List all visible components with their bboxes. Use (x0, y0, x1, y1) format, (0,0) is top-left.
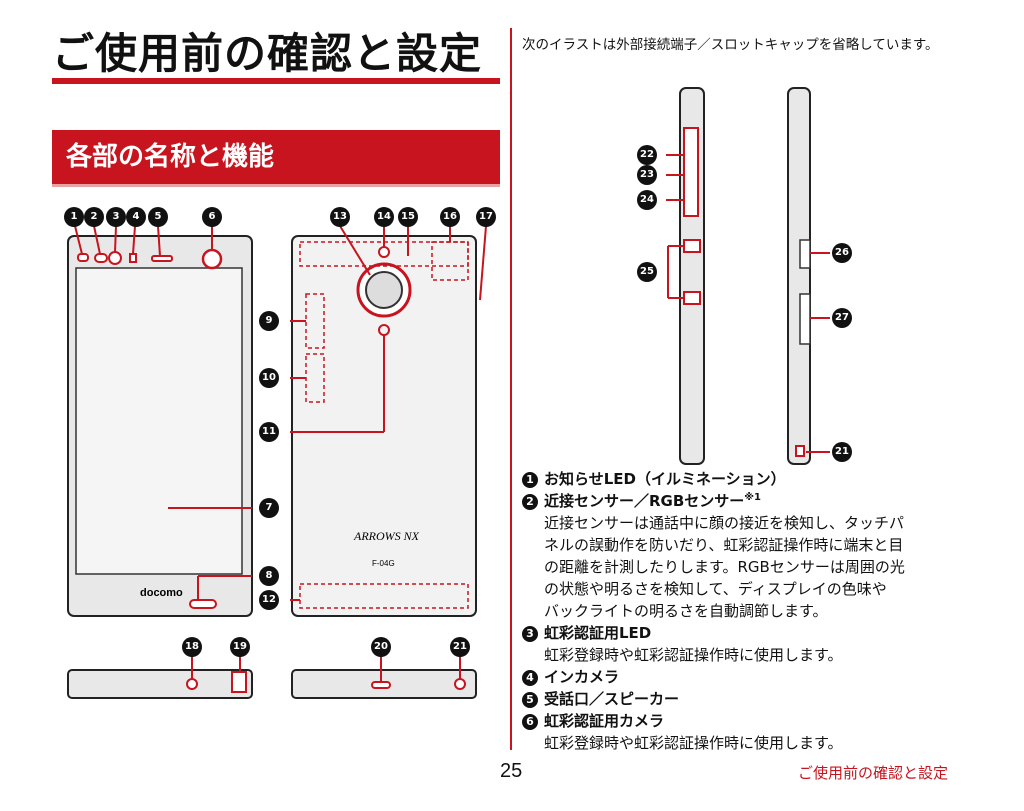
callout-23: 23 (637, 165, 657, 185)
legend-num: 4 (522, 670, 538, 686)
device-model: ARROWS NX (353, 529, 420, 543)
legend-desc-2a: 近接センサーは通話中に顔の接近を検知し、タッチパ (544, 514, 905, 532)
legend-item-6: 6 虹彩認証用カメラ (522, 710, 664, 731)
legend-num: 1 (522, 472, 538, 488)
section-band-underline (52, 184, 500, 187)
side-key-lower (683, 291, 701, 305)
legend-label: インカメラ (544, 668, 620, 686)
legend-desc-2b: ネルの誤動作を防いだり、虹彩認証操作時に端末と目 (544, 536, 904, 554)
bottom-mic (371, 681, 391, 689)
antenna-bottom-area (299, 583, 469, 609)
mic-marker (189, 599, 217, 609)
title-rule (52, 78, 500, 84)
leader-13 (339, 225, 371, 276)
callout-17: 17 (476, 207, 496, 227)
bottom-strap (454, 678, 466, 690)
section-title: 各部の名称と機能 (66, 142, 275, 172)
antenna-side-9 (305, 293, 325, 349)
callout-11: 11 (259, 422, 279, 442)
leader-1 (74, 225, 83, 255)
sensor-marker (94, 253, 108, 263)
legend-label: 近接センサー／RGBセンサー (544, 492, 745, 510)
leader-3 (114, 225, 117, 253)
leader-5 (157, 225, 161, 257)
callout-24: 24 (637, 190, 657, 210)
callout-1: 1 (64, 207, 84, 227)
side-key-upper (683, 239, 701, 253)
callout-4: 4 (126, 207, 146, 227)
callout-6: 6 (202, 207, 222, 227)
leader-17 (479, 225, 487, 301)
strap-hole (231, 671, 247, 693)
leader-2 (93, 225, 101, 255)
earphone-jack (186, 678, 198, 690)
callout-16: 16 (440, 207, 460, 227)
footer-chapter: ご使用前の確認と設定 (798, 764, 949, 782)
callout-8: 8 (259, 566, 279, 586)
callout-21-side: 21 (832, 442, 852, 462)
callout-3: 3 (106, 207, 126, 227)
callout-25: 25 (637, 262, 657, 282)
earpiece-marker (151, 255, 173, 262)
device-brand: docomo (140, 587, 183, 599)
legend-label: 虹彩認証用カメラ (544, 712, 665, 730)
callout-12: 12 (259, 590, 279, 610)
section-header-band (52, 130, 500, 185)
power-key (799, 239, 811, 269)
callout-21: 21 (450, 637, 470, 657)
right-side-view (787, 87, 811, 465)
legend-num: 5 (522, 692, 538, 708)
front-bottom-edge (67, 669, 253, 699)
callout-5: 5 (148, 207, 168, 227)
card-slot (683, 127, 699, 217)
callout-19: 19 (230, 637, 250, 657)
column-divider (510, 28, 512, 750)
rear-flash (378, 246, 390, 258)
legend-desc-2d: の状態や明るさを検知して、ディスプレイの色味や (544, 580, 887, 598)
led-marker (77, 253, 89, 262)
callout-9: 9 (259, 311, 279, 331)
volume-key (799, 293, 811, 345)
device-code: F-04G (372, 559, 395, 568)
illustration-note: 次のイラストは外部接続端子／スロットキャップを省略しています。 (522, 37, 939, 53)
callout-2: 2 (84, 207, 104, 227)
legend-desc-3: 虹彩登録時や虹彩認証操作時に使用します。 (544, 646, 843, 664)
callout-26: 26 (832, 243, 852, 263)
legend-num: 6 (522, 714, 538, 730)
legend-desc-6: 虹彩登録時や虹彩認証操作時に使用します。 (544, 734, 843, 752)
iris-camera-ring (201, 248, 223, 270)
leader-4 (132, 225, 136, 255)
strap-side (795, 445, 805, 457)
legend-item-4: 4 インカメラ (522, 666, 619, 687)
callout-15: 15 (398, 207, 418, 227)
legend-desc-2c: の距離を計測したりします。RGBセンサーは周囲の光 (544, 558, 905, 576)
callout-14: 14 (374, 207, 394, 227)
phone-front-screen (75, 267, 243, 575)
callout-13: 13 (330, 207, 350, 227)
legend-num: 2 (522, 494, 538, 510)
iris-led-marker (129, 253, 137, 263)
legend-item-2: 2 近接センサー／RGBセンサー※1 (522, 490, 761, 511)
legend-item-1: 1 お知らせLED（イルミネーション） (522, 468, 786, 489)
legend-label: 虹彩認証用LED (544, 624, 652, 642)
rear-camera-inner (365, 271, 403, 309)
callout-22: 22 (637, 145, 657, 165)
legend-num: 3 (522, 626, 538, 642)
legend-label: お知らせLED（イルミネーション） (544, 470, 786, 488)
legend-item-5: 5 受話口／スピーカー (522, 688, 679, 709)
page-number: 25 (500, 760, 523, 782)
front-camera-ring (108, 251, 122, 265)
legend-footnote-mark: ※1 (744, 492, 761, 503)
callout-7: 7 (259, 498, 279, 518)
callout-20: 20 (371, 637, 391, 657)
page-title: ご使用前の確認と設定 (52, 29, 483, 78)
legend-label: 受話口／スピーカー (544, 690, 680, 708)
callout-10: 10 (259, 368, 279, 388)
legend-desc-2e: バックライトの明るさを自動調節します。 (544, 602, 828, 620)
callout-27: 27 (832, 308, 852, 328)
legend-item-3: 3 虹彩認証用LED (522, 622, 651, 643)
callout-18: 18 (182, 637, 202, 657)
